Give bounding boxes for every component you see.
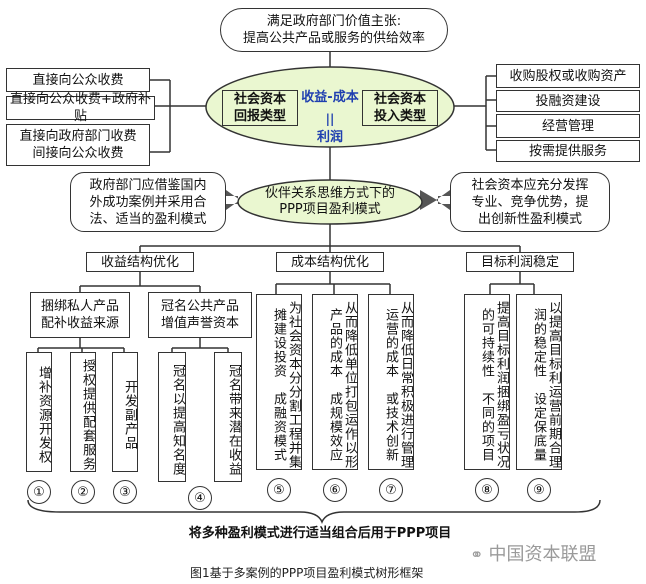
- number-6: ⑥: [323, 478, 347, 502]
- input-type-line-1: 社会资本: [373, 92, 426, 107]
- input-type-line-2: 投入类型: [373, 109, 426, 124]
- number-7: ⑦: [379, 478, 403, 502]
- number-5: ⑤: [267, 478, 291, 502]
- leaf-9: 以提高目标利润的稳定性 运营前期合理设定保底量: [516, 294, 562, 470]
- social-capital-note-box: 社会资本应充分发挥 专业、竞争优势，提 出创新性盈利模式: [450, 172, 610, 232]
- leaf-5-text-right: 为社会资本分摊建设投资: [271, 301, 301, 385]
- leaf-6-text-left: 打包运作以形成规模效应: [327, 385, 357, 469]
- input-item-4: 按需提供服务: [496, 140, 640, 162]
- leaf-1-text: 增补资源开发权: [36, 366, 51, 464]
- number-2: ②: [71, 480, 95, 504]
- input-item-1: 收购股权或收购资产: [496, 64, 640, 88]
- leaf-8-text-left: 捆绑盈亏状况不同的项目: [479, 385, 509, 469]
- wechat-icon: ⚭: [470, 545, 489, 564]
- category-profit: 目标利润稳定: [466, 252, 574, 272]
- return-item-3-line-1: 直接向政府部门收费: [19, 129, 137, 144]
- return-item-2: 直接向公众收费+政府补贴: [6, 92, 155, 124]
- social-note-line-2: 专业、竞争优势，提: [471, 194, 589, 210]
- number-9: ⑨: [527, 478, 551, 502]
- core-model-label: 伙伴关系思维方式下的 PPP项目盈利模式: [248, 186, 412, 218]
- value-line-1: 满足政府部门价值主张:: [266, 14, 402, 29]
- leaf-9-text-right: 以提高目标利润的稳定性: [531, 301, 561, 385]
- input-type-box: 社会资本 投入类型: [362, 90, 438, 126]
- return-type-line-1: 社会资本: [233, 92, 286, 107]
- leaf-2-text: 授权提供配套服务: [80, 359, 95, 471]
- return-item-3-line-2: 间接向公众收费: [32, 146, 124, 161]
- input-item-1-label: 收购股权或收购资产: [509, 68, 627, 84]
- leaf-5: 为社会资本分摊建设投资 分割工程并集成融资模式: [256, 294, 302, 470]
- return-item-1-label: 直接向公众收费: [32, 72, 124, 88]
- leaf-6-text-right: 从而降低单位产品的成本: [327, 301, 357, 385]
- watermark: ⚭ 中国资本联盟: [470, 544, 597, 565]
- number-3: ③: [113, 480, 137, 504]
- input-item-3: 经营管理: [496, 114, 640, 138]
- gov-note-line-3: 法、适当的盈利模式: [89, 211, 207, 227]
- leaf-9-text-left: 运营前期合理设定保底量: [531, 385, 561, 469]
- sub-bundle-private: 捆绑私人产品 配补收益来源: [30, 292, 130, 338]
- sub-left-line-2: 配补收益来源: [40, 316, 119, 331]
- input-item-2: 投融资建设: [496, 90, 640, 112]
- value-line-2: 提高公共产品或服务的供给效率: [242, 31, 425, 46]
- leaf-7-text-right: 从而降低日常运营的成本: [383, 301, 413, 385]
- input-item-3-label: 经营管理: [541, 118, 594, 134]
- core-line-2: PPP项目盈利模式: [279, 202, 381, 217]
- category-profit-label: 目标利润稳定: [480, 254, 559, 270]
- leaf-4b-text: 冠名带来潜在收益: [226, 364, 241, 476]
- number-8: ⑧: [475, 478, 499, 502]
- revenue-cost-label: 收益-成本: [301, 90, 359, 105]
- leaf-7: 从而降低日常运营的成本 积极进行管理或技术创新: [368, 294, 414, 470]
- leaf-7-text-left: 积极进行管理或技术创新: [383, 385, 413, 469]
- leaf-6: 从而降低单位产品的成本 打包运作以形成规模效应: [312, 294, 358, 470]
- number-4: ④: [188, 486, 212, 510]
- return-type-box: 社会资本 回报类型: [222, 90, 298, 126]
- leaf-1: 增补资源开发权: [26, 352, 52, 472]
- category-revenue-label: 收益结构优化: [100, 254, 179, 270]
- sub-naming-public: 冠名公共产品 增值声誉资本: [148, 292, 252, 338]
- sub-left-line-1: 捆绑私人产品: [40, 299, 119, 314]
- leaf-3-text: 开发副产品: [122, 380, 137, 450]
- leaf-5-text-left: 分割工程并集成融资模式: [271, 385, 301, 469]
- social-note-line-3: 出创新性盈利模式: [477, 211, 582, 227]
- gov-note-line-2: 外成功案例并采用合: [89, 194, 207, 210]
- sub-right-line-1: 冠名公共产品: [160, 299, 239, 314]
- return-item-3: 直接向政府部门收费 间接向公众收费: [6, 124, 150, 166]
- number-1: ①: [27, 480, 51, 504]
- category-cost-label: 成本结构优化: [290, 254, 369, 270]
- leaf-2: 授权提供配套服务: [70, 352, 96, 472]
- social-note-line-1: 社会资本应充分发挥: [471, 177, 589, 193]
- combination-note: 将多种盈利模式进行适当组合后用于PPP项目: [188, 526, 452, 541]
- category-revenue: 收益结构优化: [86, 252, 194, 272]
- core-ellipse: [205, 66, 455, 148]
- return-type-line-2: 回报类型: [233, 109, 286, 124]
- sub-right-line-2: 增值声誉资本: [160, 316, 239, 331]
- leaf-8: 提高目标利润的可持续性 捆绑盈亏状况不同的项目: [464, 294, 510, 470]
- leaf-4a: 冠名以提高知名度: [158, 352, 186, 482]
- leaf-3: 开发副产品: [112, 352, 138, 472]
- equals-mark: ||: [325, 112, 335, 126]
- input-item-2-label: 投融资建设: [535, 93, 601, 109]
- category-cost: 成本结构优化: [276, 252, 384, 272]
- gov-note-line-1: 政府部门应借鉴国内: [89, 177, 207, 193]
- core-line-1: 伙伴关系思维方式下的: [264, 186, 395, 201]
- leaf-4b: 冠名带来潜在收益: [214, 352, 242, 482]
- leaf-8-text-right: 提高目标利润的可持续性: [479, 301, 509, 385]
- profit-model-ellipse: [237, 179, 423, 225]
- leaf-4a-text: 冠名以提高知名度: [170, 364, 185, 476]
- profit-label: 利润: [316, 130, 343, 145]
- government-note-box: 政府部门应借鉴国内 外成功案例并采用合 法、适当的盈利模式: [70, 172, 226, 232]
- value-proposition-box: 满足政府部门价值主张: 提高公共产品或服务的供给效率: [220, 8, 448, 52]
- input-item-4-label: 按需提供服务: [528, 143, 607, 159]
- return-item-2-label: 直接向公众收费+政府补贴: [10, 92, 151, 124]
- figure-caption: 图1基于多案例的PPP项目盈利模式树形框架: [190, 566, 424, 580]
- return-item-1: 直接向公众收费: [6, 68, 150, 92]
